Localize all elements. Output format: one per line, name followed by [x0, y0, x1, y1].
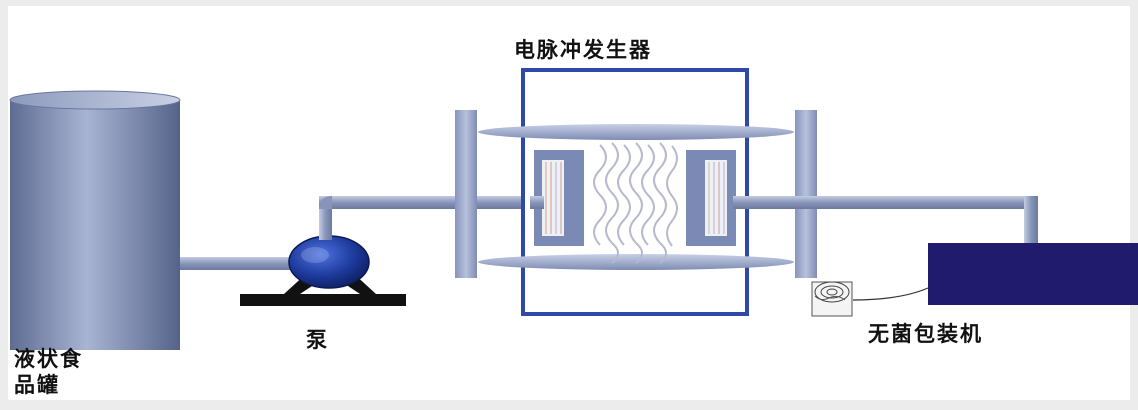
generator-label: 电脉冲发生器 [514, 38, 652, 62]
pipe-chamber-to-packer [740, 196, 1038, 244]
pump-label: 泵 [306, 328, 329, 352]
tank-label-line1: 液状食 [14, 347, 83, 371]
packer-label: 无菌包装机 [868, 322, 983, 346]
pipe-tank-to-pump [180, 257, 292, 270]
packaging-roll-icon [811, 281, 929, 317]
pump-icon [240, 200, 406, 306]
packing-machine-icon [928, 243, 1138, 305]
pipe-pump-to-chamber [319, 196, 537, 209]
left-flange [455, 110, 477, 278]
inlet-stub [530, 196, 544, 209]
tank-label: 液状食 品罐 [14, 346, 83, 398]
tank-label-line2: 品罐 [14, 373, 60, 397]
pulse-chamber-icon [478, 124, 794, 270]
right-flange [795, 110, 817, 278]
liquid-tank-icon [9, 90, 181, 350]
